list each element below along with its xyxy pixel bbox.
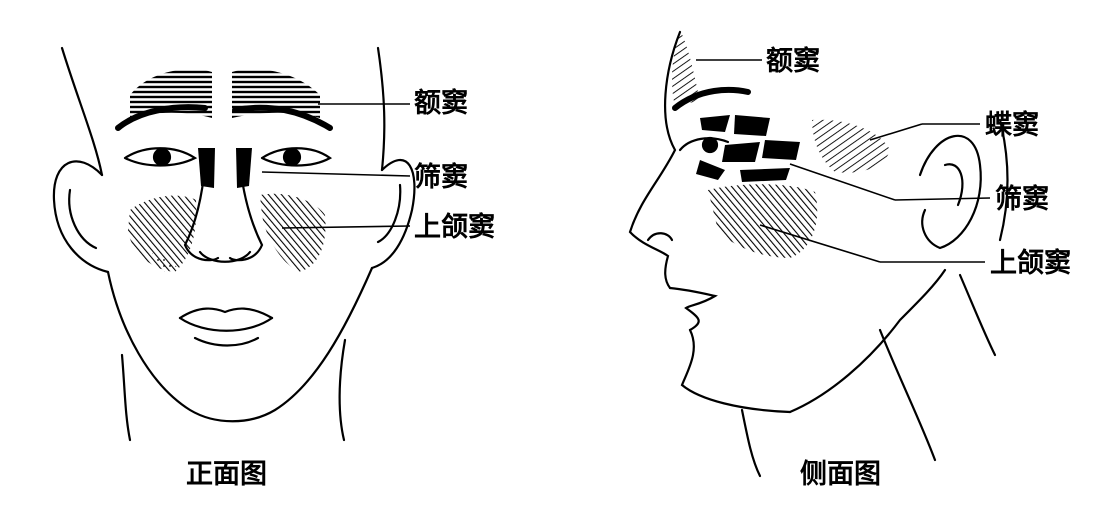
front-label-ethmoid-sinus: 筛窦 xyxy=(414,161,468,193)
front-label-maxillary-sinus: 上颌窦 xyxy=(414,211,495,243)
side-sinus-regions xyxy=(672,30,890,258)
front-sinus-regions xyxy=(128,69,326,272)
side-leader-lines xyxy=(696,59,991,263)
side-label-ethmoid-sinus: 筛窦 xyxy=(995,183,1049,215)
side-view-caption: 侧面图 xyxy=(800,459,881,490)
side-label-frontal-sinus: 额窦 xyxy=(766,45,820,77)
front-label-frontal-sinus: 额窦 xyxy=(414,87,468,119)
side-label-maxillary-sinus: 上颌窦 xyxy=(990,247,1071,279)
side-face-drawing xyxy=(628,30,1009,478)
side-label-sphenoid-sinus: 蝶窦 xyxy=(985,109,1039,141)
front-view-caption: 正面图 xyxy=(186,459,267,490)
front-leader-lines xyxy=(261,103,411,229)
